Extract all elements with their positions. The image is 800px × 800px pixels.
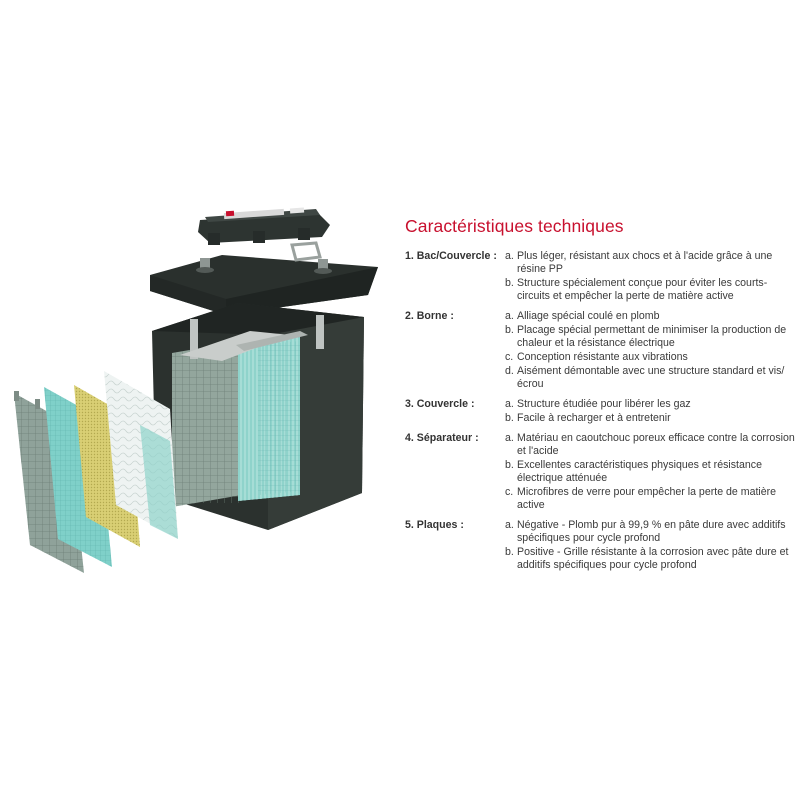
spec-item-letter: b. [505, 546, 517, 572]
spec-item-text: Négative - Plomb pur à 99,9 % en pâte du… [517, 519, 795, 545]
spec-section: 5. Plaques :a.Négative - Plomb pur à 99,… [405, 519, 795, 573]
spec-section: 2. Borne :a.Alliage spécial coulé en plo… [405, 310, 795, 392]
spec-item: a.Matériau en caoutchouc poreux efficace… [505, 432, 795, 458]
spec-item-text: Microfibres de verre pour empêcher la pe… [517, 486, 795, 512]
battery-case-part [152, 303, 364, 530]
terminal-cover-part [198, 208, 330, 245]
spec-item-text: Positive - Grille résistante à la corros… [517, 546, 795, 572]
spec-items: a.Matériau en caoutchouc poreux efficace… [505, 432, 795, 513]
spec-item: a.Structure étudiée pour libérer les gaz [505, 398, 795, 411]
spec-item-text: Excellentes caractéristiques physiques e… [517, 459, 795, 485]
spec-item-text: Matériau en caoutchouc poreux efficace c… [517, 432, 795, 458]
spec-item-letter: a. [505, 250, 517, 276]
battery-cover-part [150, 243, 378, 315]
spec-item-text: Aisément démontable avec une structure s… [517, 365, 795, 391]
spec-item: c.Microfibres de verre pour empêcher la … [505, 486, 795, 512]
spec-item-letter: a. [505, 519, 517, 545]
spec-item-text: Structure étudiée pour libérer les gaz [517, 398, 795, 411]
battery-exploded-illustration [0, 195, 395, 595]
spec-section-label: 1. Bac/Couvercle : [405, 250, 505, 304]
spec-item-text: Placage spécial permettant de minimiser … [517, 324, 795, 350]
spec-item: b.Positive - Grille résistante à la corr… [505, 546, 795, 572]
spec-item: a.Négative - Plomb pur à 99,9 % en pâte … [505, 519, 795, 545]
spec-item-letter: a. [505, 310, 517, 323]
spec-item: b.Excellentes caractéristiques physiques… [505, 459, 795, 485]
spec-item-letter: a. [505, 398, 517, 411]
spec-item-letter: c. [505, 351, 517, 364]
spec-items: a.Plus léger, résistant aux chocs et à l… [505, 250, 795, 304]
spec-section: 3. Couvercle :a.Structure étudiée pour l… [405, 398, 795, 426]
spec-item-text: Conception résistante aux vibrations [517, 351, 795, 364]
spec-item: d.Aisément démontable avec une structure… [505, 365, 795, 391]
spec-section-label: 5. Plaques : [405, 519, 505, 573]
spec-item-letter: d. [505, 365, 517, 391]
technical-specs-panel: Caractéristiques techniques 1. Bac/Couve… [405, 216, 795, 579]
spec-item-text: Plus léger, résistant aux chocs et à l'a… [517, 250, 795, 276]
spec-section: 4. Séparateur :a.Matériau en caoutchouc … [405, 432, 795, 513]
spec-item: c.Conception résistante aux vibrations [505, 351, 795, 364]
spec-section: 1. Bac/Couvercle :a.Plus léger, résistan… [405, 250, 795, 304]
spec-item: b.Placage spécial permettant de minimise… [505, 324, 795, 350]
spec-item: a.Plus léger, résistant aux chocs et à l… [505, 250, 795, 276]
spec-section-label: 4. Séparateur : [405, 432, 505, 513]
spec-item-text: Alliage spécial coulé en plomb [517, 310, 795, 323]
specs-title: Caractéristiques techniques [405, 216, 795, 237]
spec-items: a.Négative - Plomb pur à 99,9 % en pâte … [505, 519, 795, 573]
spec-item-text: Structure spécialement conçue pour évite… [517, 277, 795, 303]
spec-item-letter: b. [505, 459, 517, 485]
spec-items: a.Structure étudiée pour libérer les gaz… [505, 398, 795, 426]
spec-item-text: Facile à recharger et à entretenir [517, 412, 795, 425]
spec-section-label: 3. Couvercle : [405, 398, 505, 426]
spec-item-letter: b. [505, 412, 517, 425]
spec-item: a.Alliage spécial coulé en plomb [505, 310, 795, 323]
spec-section-label: 2. Borne : [405, 310, 505, 392]
spec-item-letter: b. [505, 277, 517, 303]
spec-item: b.Facile à recharger et à entretenir [505, 412, 795, 425]
specs-sections: 1. Bac/Couvercle :a.Plus léger, résistan… [405, 250, 795, 573]
spec-item: b.Structure spécialement conçue pour évi… [505, 277, 795, 303]
spec-item-letter: c. [505, 486, 517, 512]
spec-item-letter: b. [505, 324, 517, 350]
spec-item-letter: a. [505, 432, 517, 458]
